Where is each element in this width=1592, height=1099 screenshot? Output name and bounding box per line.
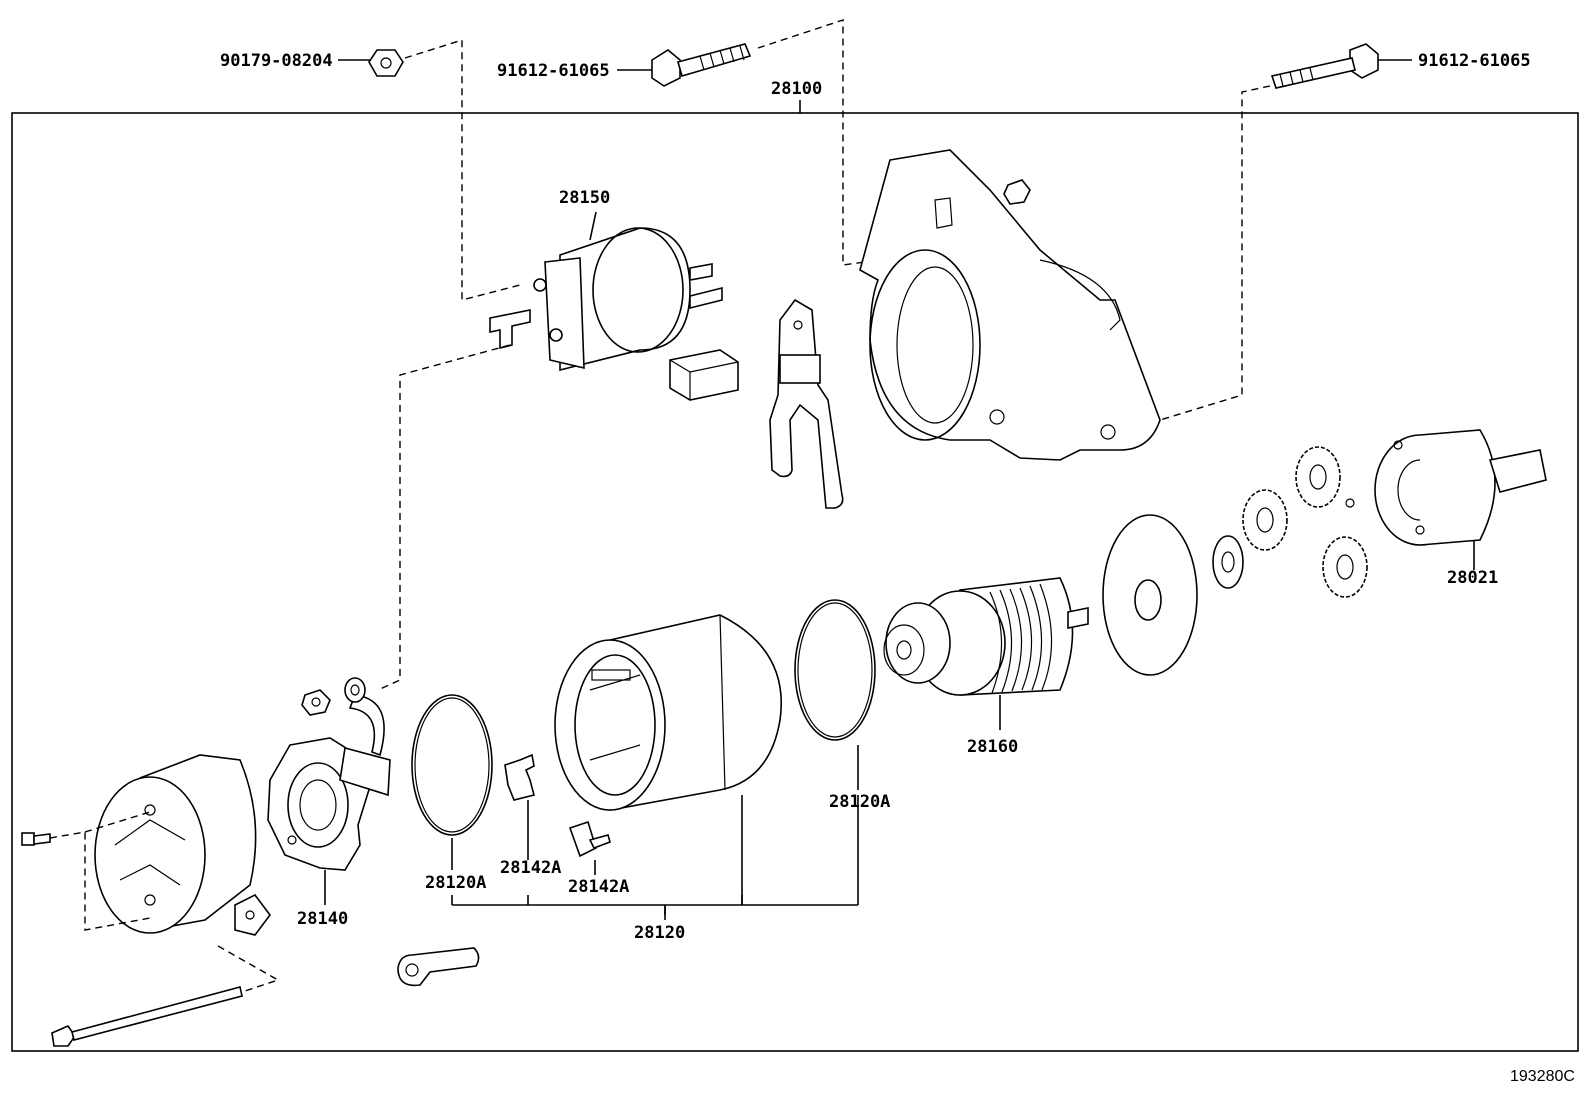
label-28160: 28160 <box>967 737 1018 757</box>
label-91612-61065-right: 91612-61065 <box>1418 51 1531 71</box>
nut-90179-08204[interactable] <box>368 49 404 77</box>
bracket-28120 <box>451 795 859 915</box>
thrust-washer[interactable] <box>1212 535 1244 589</box>
label-28142A-b: 28142A <box>568 877 629 897</box>
dust-seal-block[interactable] <box>669 349 739 401</box>
bolt-91612-61065-left[interactable] <box>651 43 752 87</box>
planetary-gear-2[interactable] <box>1295 446 1341 508</box>
lead-wire-clip[interactable] <box>397 947 480 987</box>
label-28120A-left: 28120A <box>425 873 486 893</box>
label-90179-08204: 90179-08204 <box>220 51 333 71</box>
dash-solenoid-to-bracket <box>377 344 511 691</box>
center-bearing-plate[interactable] <box>1102 514 1198 676</box>
o-ring-right-inner <box>797 602 873 738</box>
leader-28150 <box>589 211 597 241</box>
drive-lever[interactable] <box>769 298 844 509</box>
planetary-gear-3[interactable] <box>1322 536 1368 598</box>
brush-spring-28142A-b[interactable] <box>568 820 611 858</box>
assembly-frame <box>11 112 1579 1052</box>
bolt-91612-61065-right[interactable] <box>1270 43 1379 89</box>
dash-bolt-right-to-housing <box>1159 85 1271 421</box>
label-28100: 28100 <box>771 79 822 99</box>
o-ring-28120A-right[interactable] <box>794 599 876 741</box>
o-ring-28120A-left[interactable] <box>411 694 493 836</box>
dash-90179-to-solenoid <box>404 39 521 301</box>
terminal-washer[interactable] <box>344 677 366 703</box>
dash-end-frame-screws <box>49 811 151 931</box>
label-28140: 28140 <box>297 909 348 929</box>
end-frame-screw[interactable] <box>21 832 51 846</box>
armature-28160[interactable] <box>883 577 1089 696</box>
through-bolt[interactable] <box>51 986 243 1047</box>
end-frame[interactable] <box>94 754 271 936</box>
o-ring-left-inner <box>414 697 490 833</box>
clutch-drive-28021[interactable] <box>1345 429 1547 546</box>
label-28021: 28021 <box>1447 568 1498 588</box>
brush-spring-28142A-a[interactable] <box>504 753 535 801</box>
starter-housing-28100[interactable] <box>859 149 1161 461</box>
terminal-nut[interactable] <box>301 689 331 716</box>
terminal-lead[interactable] <box>339 694 391 797</box>
yoke-assembly-28120[interactable] <box>554 614 782 811</box>
label-28120: 28120 <box>634 923 685 943</box>
solenoid-28150[interactable] <box>489 227 723 372</box>
dash-bolt-left-to-housing <box>757 19 866 266</box>
label-28120A-right: 28120A <box>829 792 890 812</box>
dash-through-bolt <box>217 945 280 993</box>
planetary-gear-1[interactable] <box>1242 489 1288 551</box>
label-91612-61065-left: 91612-61065 <box>497 61 610 81</box>
figure-id: 193280C <box>1510 1068 1575 1085</box>
label-28150: 28150 <box>559 188 610 208</box>
label-28142A-a: 28142A <box>500 858 561 878</box>
